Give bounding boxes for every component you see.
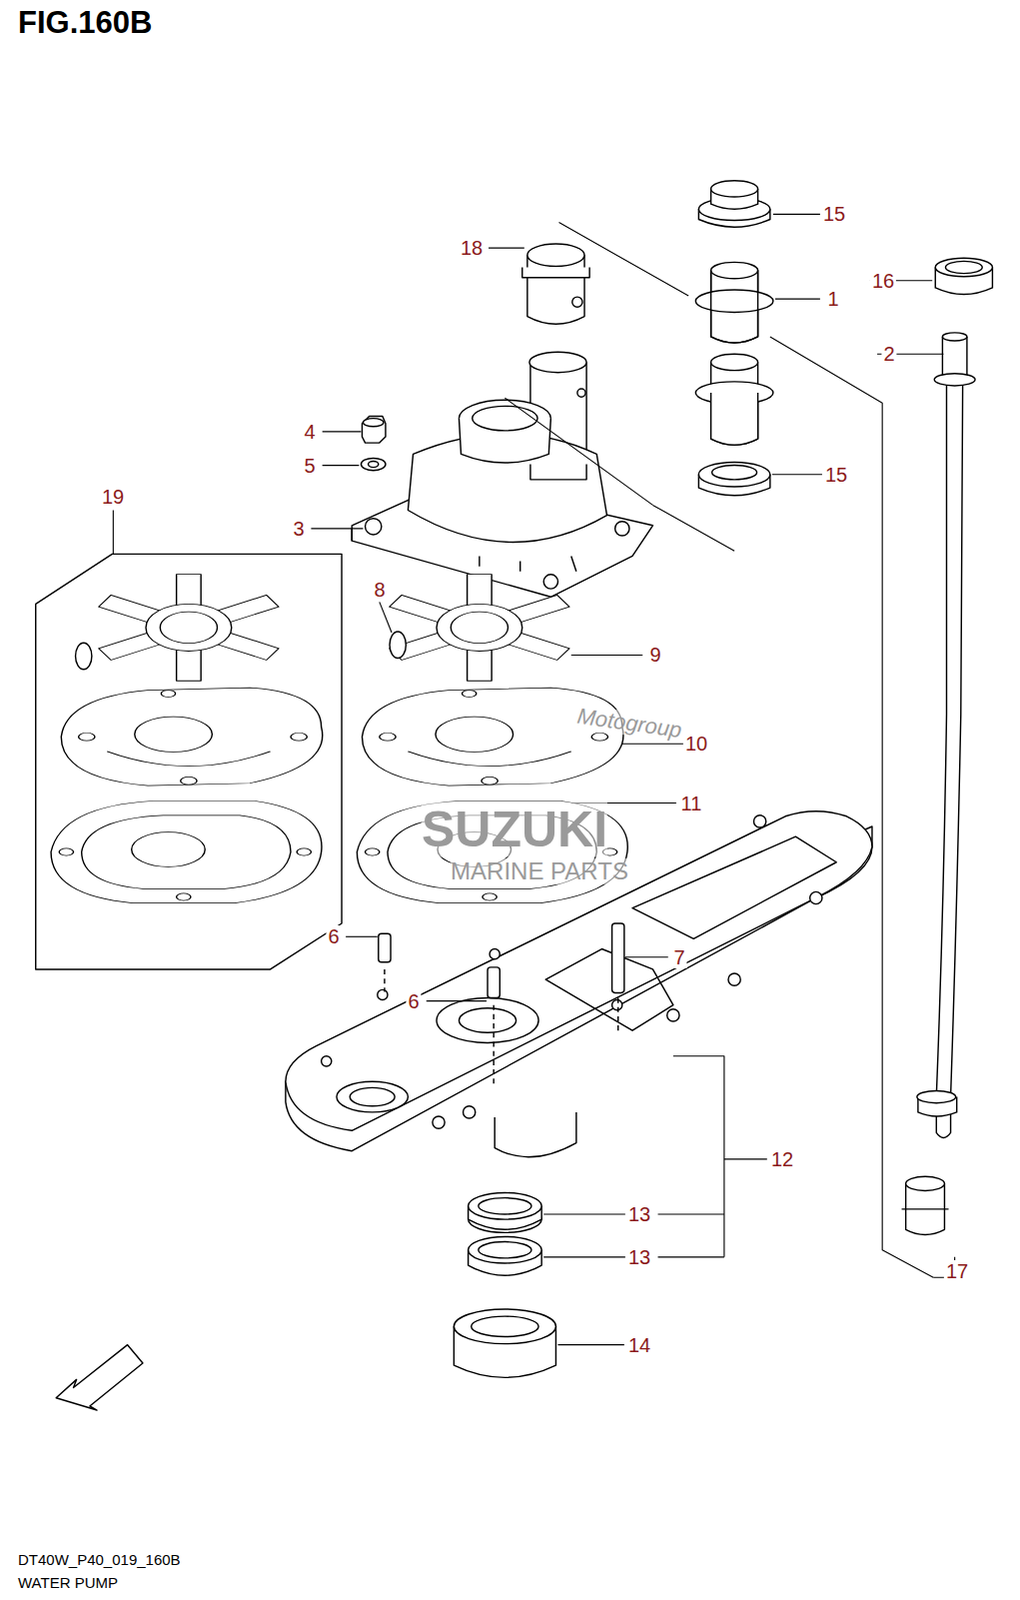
- figure-title: FIG.160B: [17, 5, 152, 40]
- watermark: MARINE PARTS: [450, 858, 629, 885]
- callout-number: 15: [821, 202, 848, 225]
- callout-number: 7: [671, 946, 687, 969]
- callout-number: 3: [290, 517, 306, 540]
- callout-number: 17: [944, 1259, 971, 1282]
- callout-number: 11: [679, 792, 705, 815]
- callout-number: 13: [626, 1245, 653, 1268]
- drawing-code: DT40W_P40_019_160B: [17, 1551, 181, 1569]
- watermark: SUZUKI: [421, 802, 608, 858]
- callout-number: 18: [458, 236, 485, 259]
- callout-number: 10: [683, 732, 710, 755]
- callout-number: 16: [870, 269, 897, 292]
- callout-number: 15: [823, 463, 850, 486]
- callout-number: 2: [881, 342, 897, 365]
- callout-number: 8: [371, 578, 387, 601]
- figure-caption: WATER PUMP: [17, 1574, 118, 1592]
- callout-number: 5: [301, 454, 317, 477]
- callout-number: 12: [769, 1147, 796, 1170]
- callout-number: 14: [626, 1333, 653, 1356]
- callout-number: 6: [405, 990, 421, 1013]
- callout-number: 19: [99, 485, 126, 508]
- callout-number: 6: [325, 925, 341, 948]
- callout-number: 1: [825, 287, 841, 310]
- callout-number: 9: [647, 643, 663, 666]
- callout-number: 13: [626, 1202, 653, 1225]
- callout-number: 4: [301, 420, 317, 443]
